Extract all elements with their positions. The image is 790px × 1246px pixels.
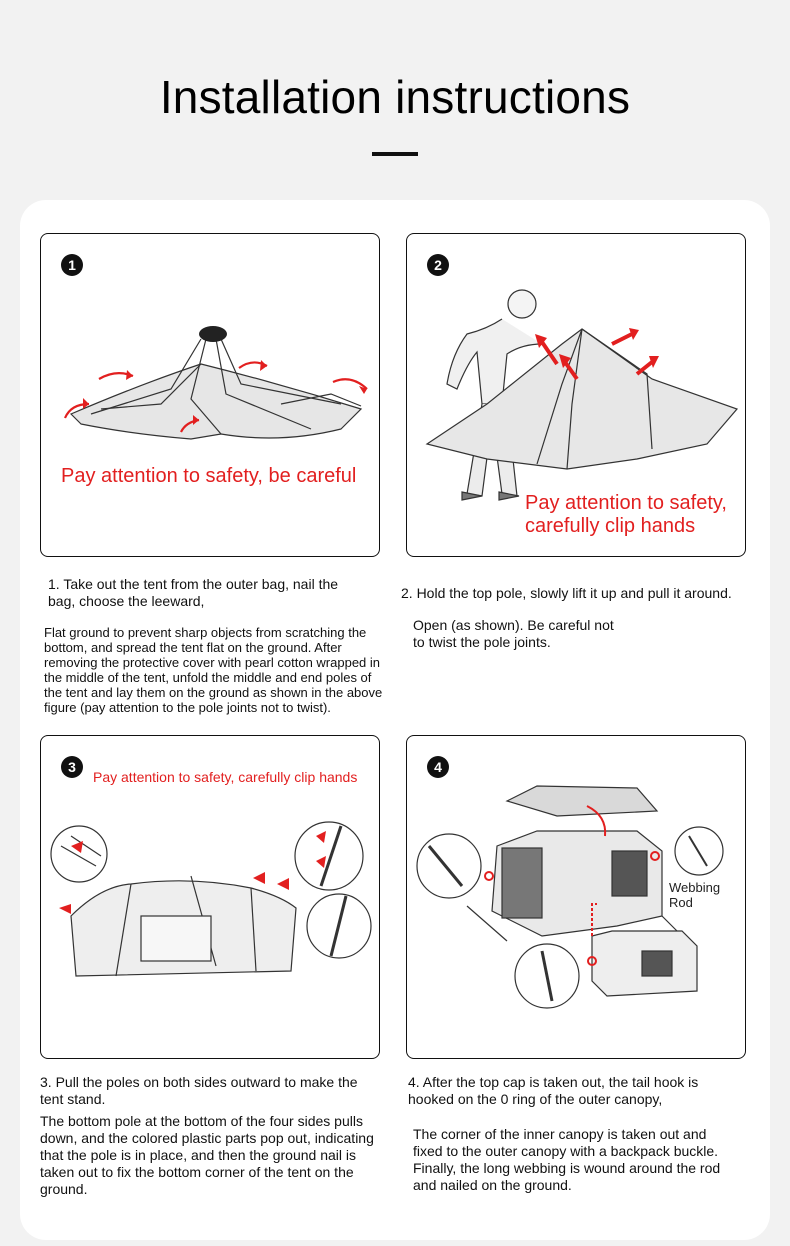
step-2-caption: 2. Hold the top pole, slowly lift it up … [401, 585, 781, 602]
title-underline [372, 152, 418, 156]
step-1-caption: 1. Take out the tent from the outer bag,… [48, 576, 368, 610]
step-4-panel: 4 [406, 735, 746, 1059]
instructions-card: 1 [20, 200, 770, 1240]
step-2-description: Open (as shown). Be careful not to twist… [413, 617, 618, 651]
webbing-rod-label: Webbing Rod [669, 880, 745, 910]
step-3-warning: Pay attention to safety, carefully clip … [93, 769, 378, 786]
step-1-description: Flat ground to prevent sharp objects fro… [44, 625, 390, 715]
step-2-panel: 2 [406, 233, 746, 557]
step-3-description: The bottom pole at the bottom of the fou… [40, 1113, 385, 1198]
step-4-description: The corner of the inner canopy is taken … [413, 1126, 728, 1194]
step-3-panel: 3 Pay [40, 735, 380, 1059]
step-2-warning: Pay attention to safety, carefully clip … [525, 492, 740, 538]
step-1-illustration [41, 234, 380, 557]
page-title: Installation instructions [0, 70, 790, 124]
step-4-caption: 4. After the top cap is taken out, the t… [408, 1074, 738, 1108]
step-1-warning: Pay attention to safety, be careful [61, 465, 366, 488]
step-1-panel: 1 [40, 233, 380, 557]
step-3-caption: 3. Pull the poles on both sides outward … [40, 1074, 370, 1108]
